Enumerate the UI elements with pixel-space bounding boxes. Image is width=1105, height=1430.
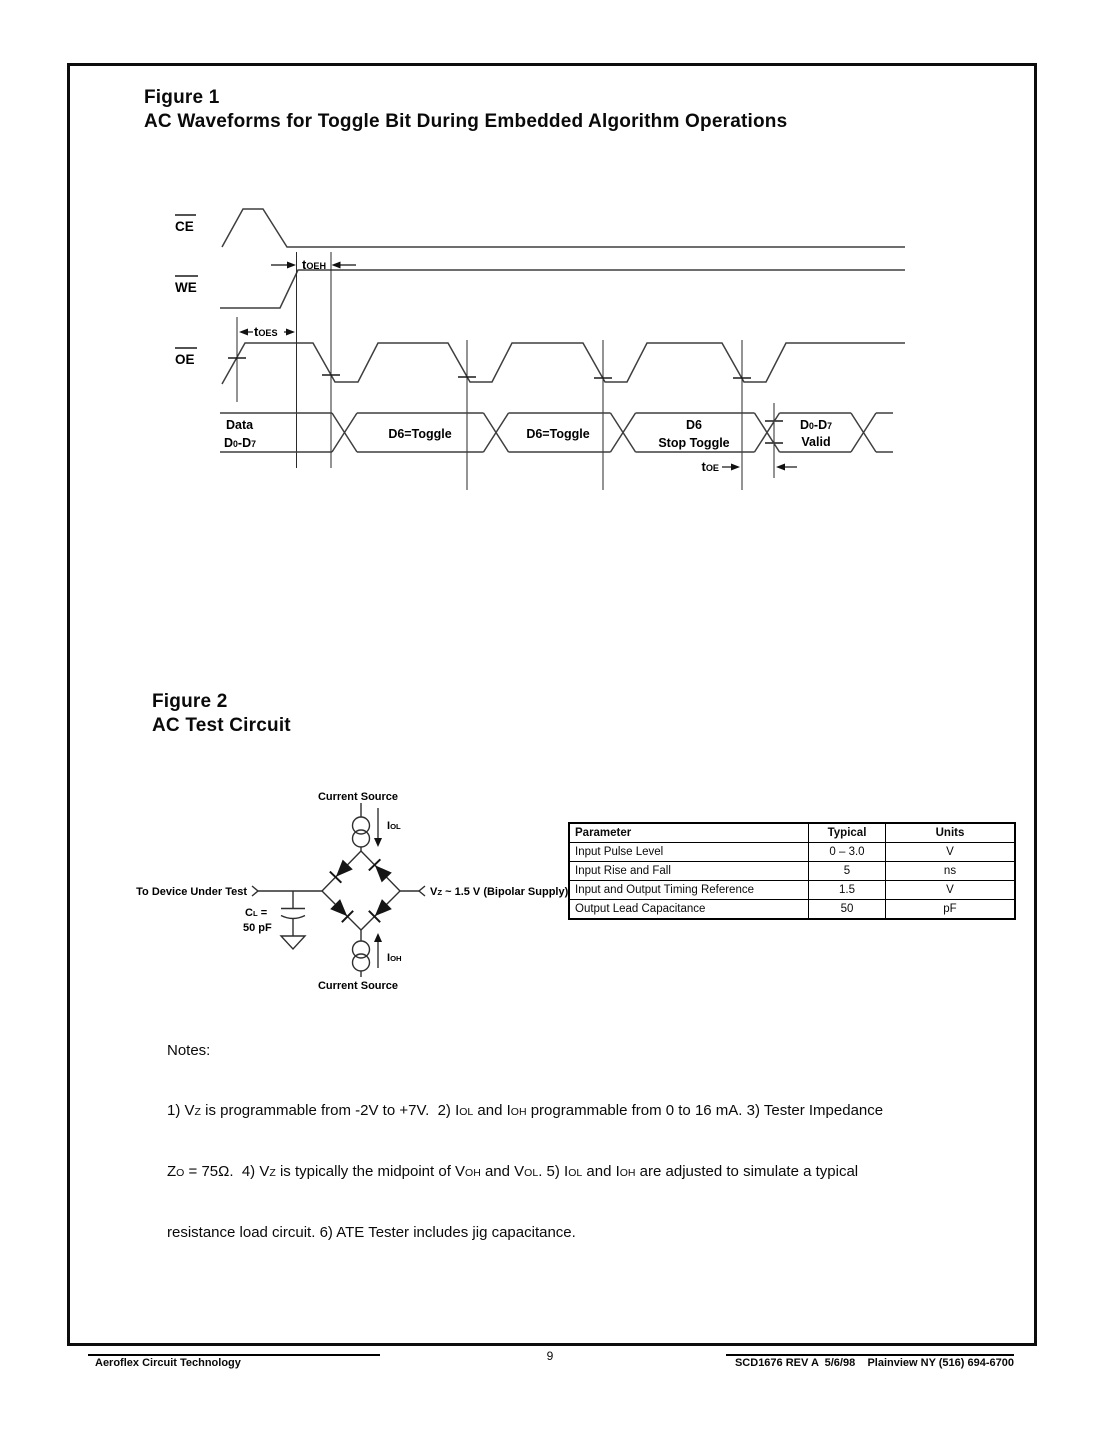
footer-doc-info: SCD1676 REV A 5/6/98 Plainview NY (516) … (734, 1357, 1014, 1369)
ioh-arrow (374, 933, 382, 968)
current-source-bottom-symbol (351, 930, 371, 977)
bus-segment-label-4b: Valid (801, 435, 830, 449)
current-source-top-symbol (351, 803, 371, 851)
table-header-typical: Typical (808, 822, 886, 843)
table-cell-units: ns (885, 861, 1016, 881)
dut-connector-icon (251, 885, 260, 897)
timing-diagram: CE WE OE tOEH (175, 208, 905, 490)
bus-segment-label-2: D6=Toggle (526, 427, 589, 441)
toeh-dimension: tOEH (271, 257, 356, 272)
table-header-row: Parameter Typical Units (568, 822, 1016, 843)
table-cell-units: V (885, 880, 1016, 900)
oe-waveform (221, 342, 905, 385)
diode-bridge (321, 849, 401, 931)
footer-rule-left (88, 1354, 380, 1356)
table-header-units: Units (885, 822, 1016, 843)
bus-segment-label-3a: D6 (686, 418, 702, 432)
cl-value: 50 pF (243, 922, 272, 934)
capacitor-symbol (280, 891, 306, 936)
signal-label-ce: CE (175, 219, 194, 234)
table-row: Input Pulse Level 0 – 3.0 V (568, 842, 1016, 862)
toeh-label: tOEH (302, 257, 326, 272)
arrow-right-icon (287, 261, 296, 269)
iol-label: IOL (387, 820, 401, 832)
toe-dimension: tOE (702, 459, 797, 474)
page-border (67, 63, 1037, 1346)
table-cell-typical: 50 (808, 899, 886, 920)
ioh-label: IOH (387, 952, 402, 964)
we-waveform (220, 269, 905, 309)
table-row: Input and Output Timing Reference 1.5 V (568, 880, 1016, 900)
figure1-title: AC Waveforms for Toggle Bit During Embed… (144, 111, 788, 132)
diode-bottom-left (330, 899, 354, 923)
table-cell-param: Input Rise and Fall (568, 861, 809, 881)
vz-connector-icon (417, 885, 426, 897)
table-cell-param: Output Lead Capacitance (568, 899, 809, 920)
cl-label: CL = (245, 907, 267, 919)
arrow-up-icon (374, 933, 382, 942)
notes-title: Notes: (167, 1042, 211, 1059)
notes-line: resistance load circuit. 6) ATE Tester i… (167, 1224, 576, 1241)
toes-dimension: tOES (239, 324, 295, 339)
toe-label: tOE (702, 459, 719, 474)
arrow-left-icon (331, 261, 341, 269)
ground-icon (279, 935, 307, 951)
current-source-top-label: Current Source (318, 791, 398, 803)
notes-line: 1) VZ is programmable from -2V to +7V. 2… (167, 1102, 884, 1119)
arrow-down-icon (374, 838, 382, 847)
table-cell-units: V (885, 842, 1016, 862)
table-cell-typical: 5 (808, 861, 886, 881)
footer-rule-right (726, 1354, 1014, 1356)
iol-arrow (374, 808, 382, 847)
figure2-label: Figure 2 (152, 691, 228, 712)
arrow-left-icon (776, 463, 785, 471)
figure2-title: AC Test Circuit (152, 715, 291, 736)
diode-top-left (329, 859, 353, 884)
arrow-right-icon (731, 463, 740, 471)
signal-label-oe: OE (175, 352, 195, 367)
bus-label-data-line1: Data (226, 418, 254, 432)
table-cell-typical: 0 – 3.0 (808, 842, 886, 862)
page-number: 9 (546, 1349, 554, 1363)
table-cell-param: Input and Output Timing Reference (568, 880, 809, 900)
bus-segment-label-1: D6=Toggle (388, 427, 451, 441)
table-cell-param: Input Pulse Level (568, 842, 809, 862)
ce-waveform (221, 208, 905, 248)
arrow-right-icon (286, 328, 295, 336)
edge-cross-ticks (228, 357, 783, 444)
ac-test-conditions-table: Parameter Typical Units Input Pulse Leve… (568, 822, 1016, 920)
notes-line: ZO = 75Ω. 4) VZ is typically the midpoin… (167, 1163, 859, 1180)
diode-bottom-right (368, 899, 392, 923)
bus-segment-label-4a: D0-D7 (800, 418, 832, 432)
notes-block: Notes: 1) VZ is programmable from -2V to… (167, 1001, 977, 1283)
diode-top-right (368, 858, 392, 883)
arrow-left-icon (239, 328, 248, 336)
table-cell-units: pF (885, 899, 1016, 920)
current-source-bottom-label: Current Source (318, 980, 398, 992)
table-cell-typical: 1.5 (808, 880, 886, 900)
dut-label: To Device Under Test (136, 886, 247, 898)
bus-segment-label-3b: Stop Toggle (658, 436, 729, 450)
toes-label: tOES (254, 324, 278, 339)
table-header-parameter: Parameter (568, 822, 809, 843)
ac-test-circuit-diagram: Current Source IOL (136, 791, 568, 992)
bus-label-data-line2: D0-D7 (224, 436, 256, 450)
figure1-label: Figure 1 (144, 87, 220, 108)
footer-company: Aeroflex Circuit Technology (95, 1357, 241, 1369)
table-row: Output Lead Capacitance 50 pF (568, 899, 1016, 920)
table-row: Input Rise and Fall 5 ns (568, 861, 1016, 881)
signal-label-we: WE (175, 280, 197, 295)
vz-label: VZ ~ 1.5 V (Bipolar Supply) (430, 886, 569, 898)
data-bus-waveform (220, 412, 893, 453)
